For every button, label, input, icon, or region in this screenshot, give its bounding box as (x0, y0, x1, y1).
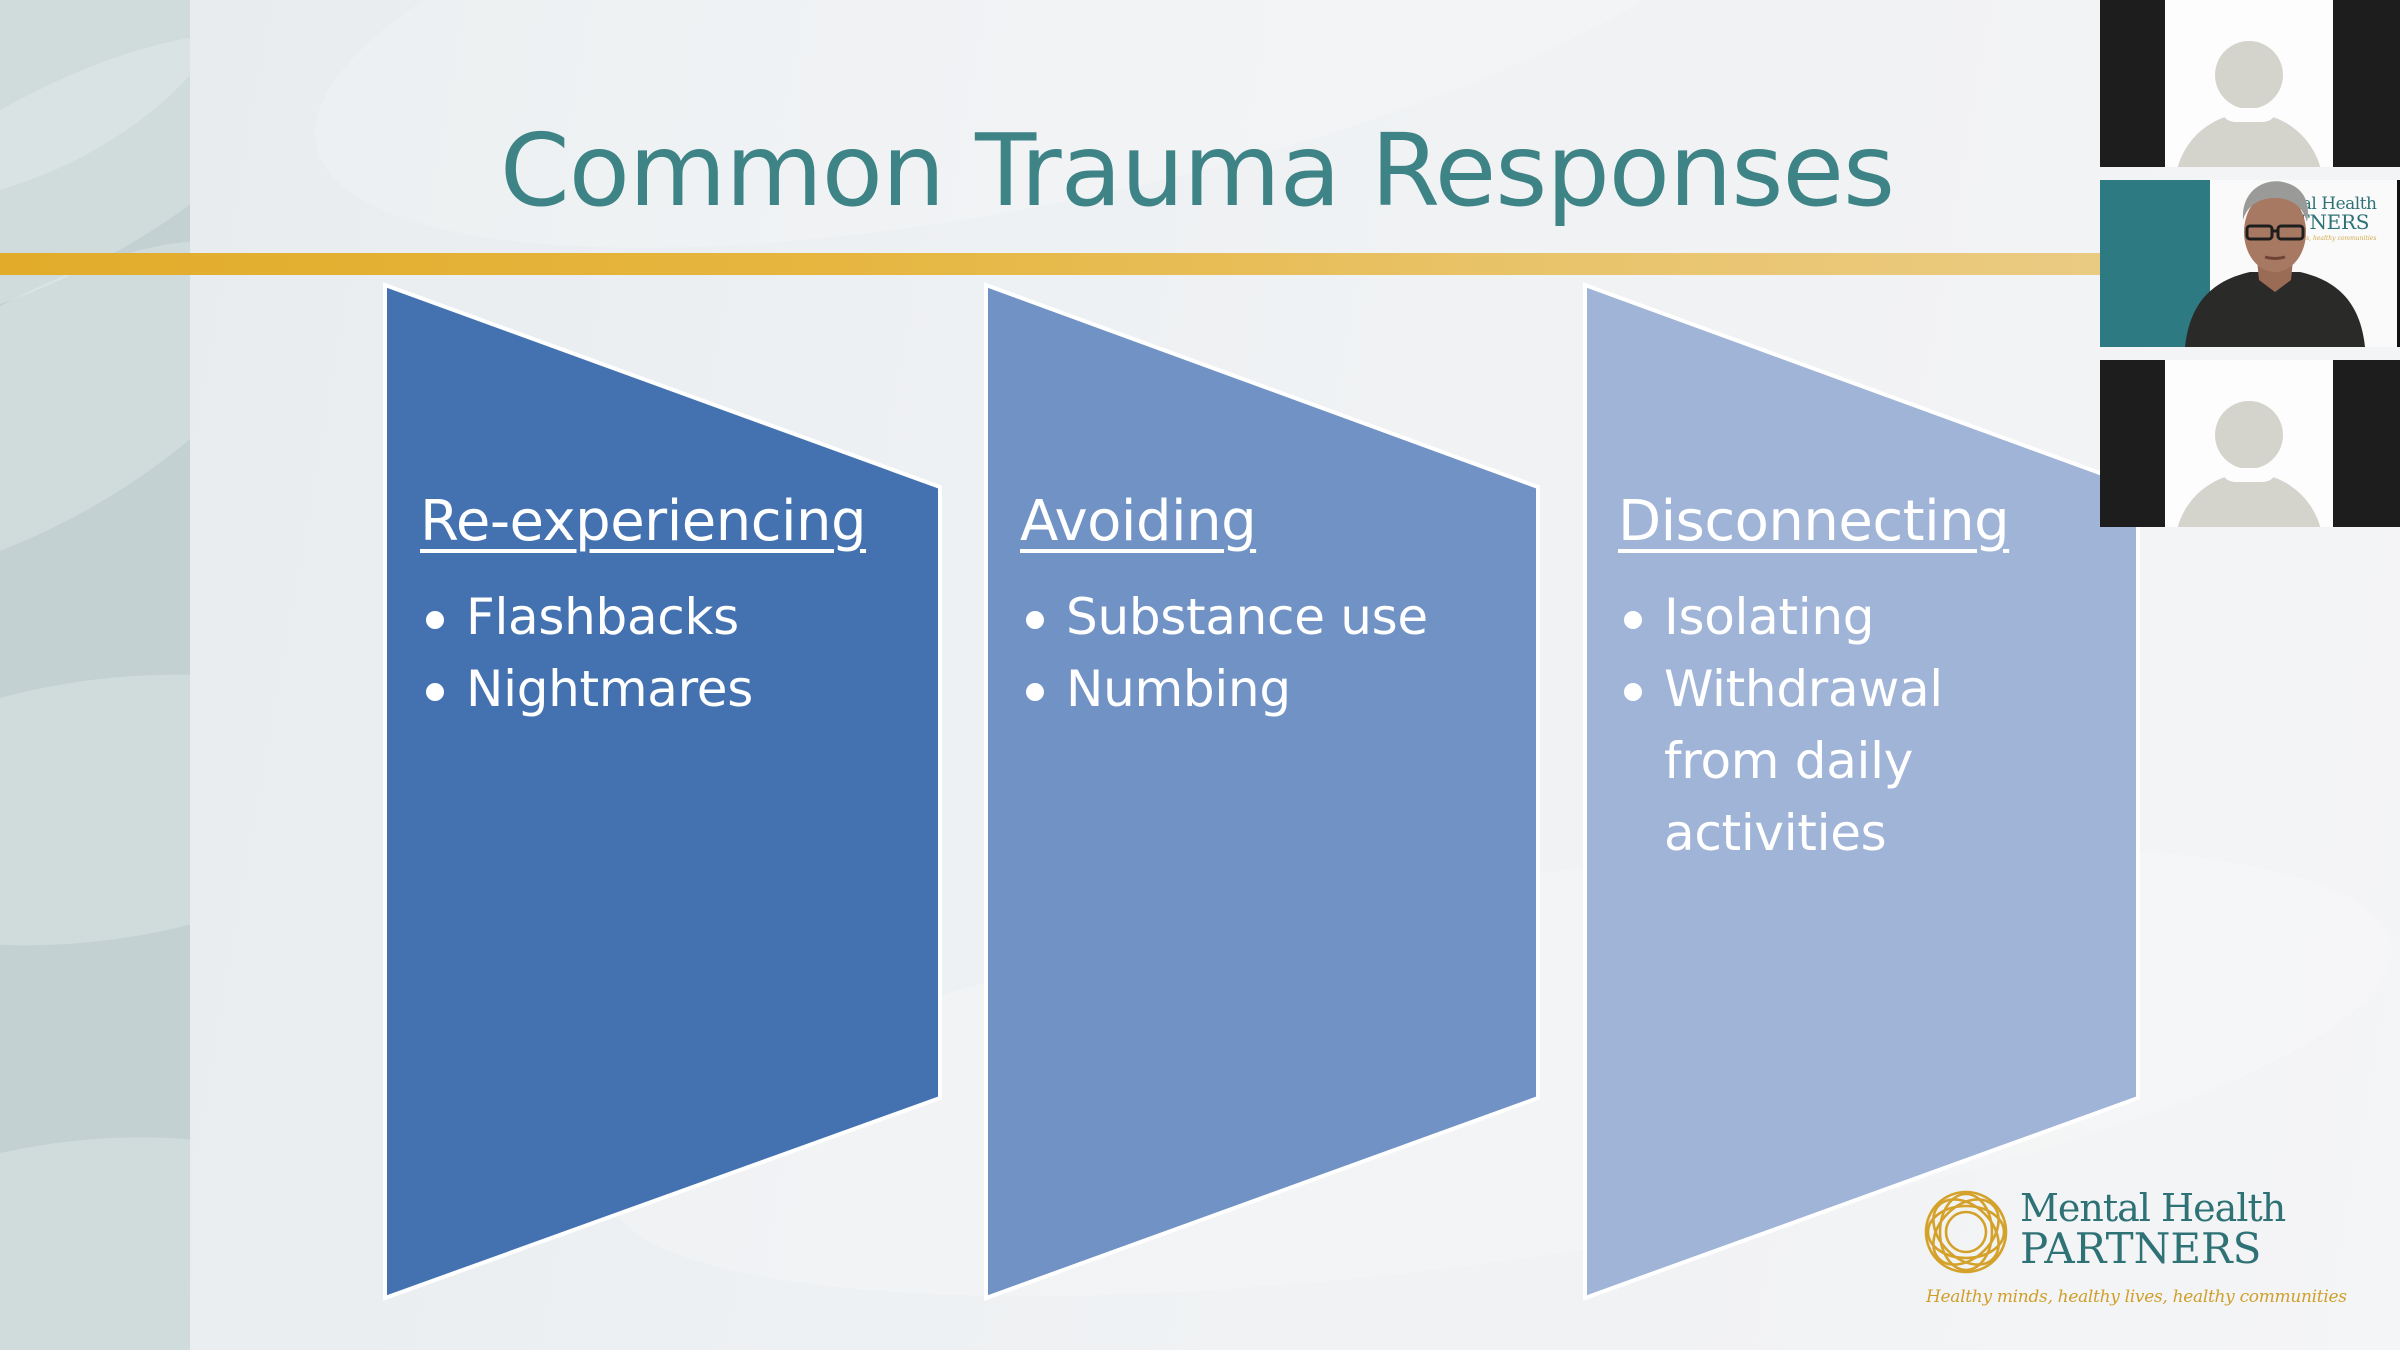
presenter-background-logo-line1: ntal Health (2285, 194, 2377, 214)
column-disconnecting: Disconnecting Isolating Withdrawal from … (1618, 487, 2044, 869)
bullet-item: Flashbacks (420, 581, 846, 653)
logo-name-line2: PARTNERS (2020, 1224, 2262, 1273)
avatar-head-icon (2215, 401, 2283, 469)
column-heading: Re-experiencing (420, 489, 867, 554)
shape-avoiding (984, 282, 1540, 1301)
column-heading: Disconnecting (1618, 489, 2010, 554)
mental-health-partners-logo: Mental Health PARTNERS Healthy minds, he… (1920, 1180, 2347, 1320)
logo-mandala-icon (1924, 1190, 2008, 1274)
column-heading: Avoiding (1020, 489, 1257, 554)
bullet-list: Isolating Withdrawal from daily activiti… (1618, 581, 2044, 869)
presenter-background-tagline: y lives, healthy communities (2290, 235, 2377, 242)
bullet-item: Nightmares (420, 653, 846, 725)
bullet-list: Substance use Numbing (1020, 581, 1446, 725)
accent-bar (0, 253, 2100, 275)
slide-title: Common Trauma Responses (499, 112, 1895, 229)
bullet-item: Substance use (1020, 581, 1446, 653)
shape-disconnecting (1583, 282, 2140, 1301)
bullet-list: Flashbacks Nightmares (420, 581, 866, 725)
avatar-placeholder (2165, 360, 2333, 527)
presenter-person-image (2185, 181, 2365, 347)
logo-tagline: Healthy minds, healthy lives, healthy co… (1926, 1287, 2347, 1307)
avatar-placeholder (2165, 0, 2333, 167)
logo-name-line1: Mental Health (2020, 1186, 2286, 1230)
bullet-item: Withdrawal from daily activities (1618, 653, 2004, 869)
participant-tile[interactable] (2100, 0, 2400, 167)
avatar-head-icon (2215, 41, 2283, 109)
column-re-experiencing: Re-experiencing Flashbacks Nightmares (420, 487, 867, 725)
participant-tile[interactable] (2100, 360, 2400, 527)
video-participants-panel: ntal Health RTNERS y lives, healthy comm… (2100, 0, 2400, 530)
bullet-item: Isolating (1618, 581, 2044, 653)
bullet-item: Numbing (1020, 653, 1446, 725)
presenter-video-tile[interactable]: ntal Health RTNERS y lives, healthy comm… (2100, 180, 2400, 347)
shape-re-experiencing (383, 282, 942, 1301)
left-decorative-panel (0, 0, 190, 1350)
column-avoiding: Avoiding Substance use Numbing (1020, 487, 1446, 725)
